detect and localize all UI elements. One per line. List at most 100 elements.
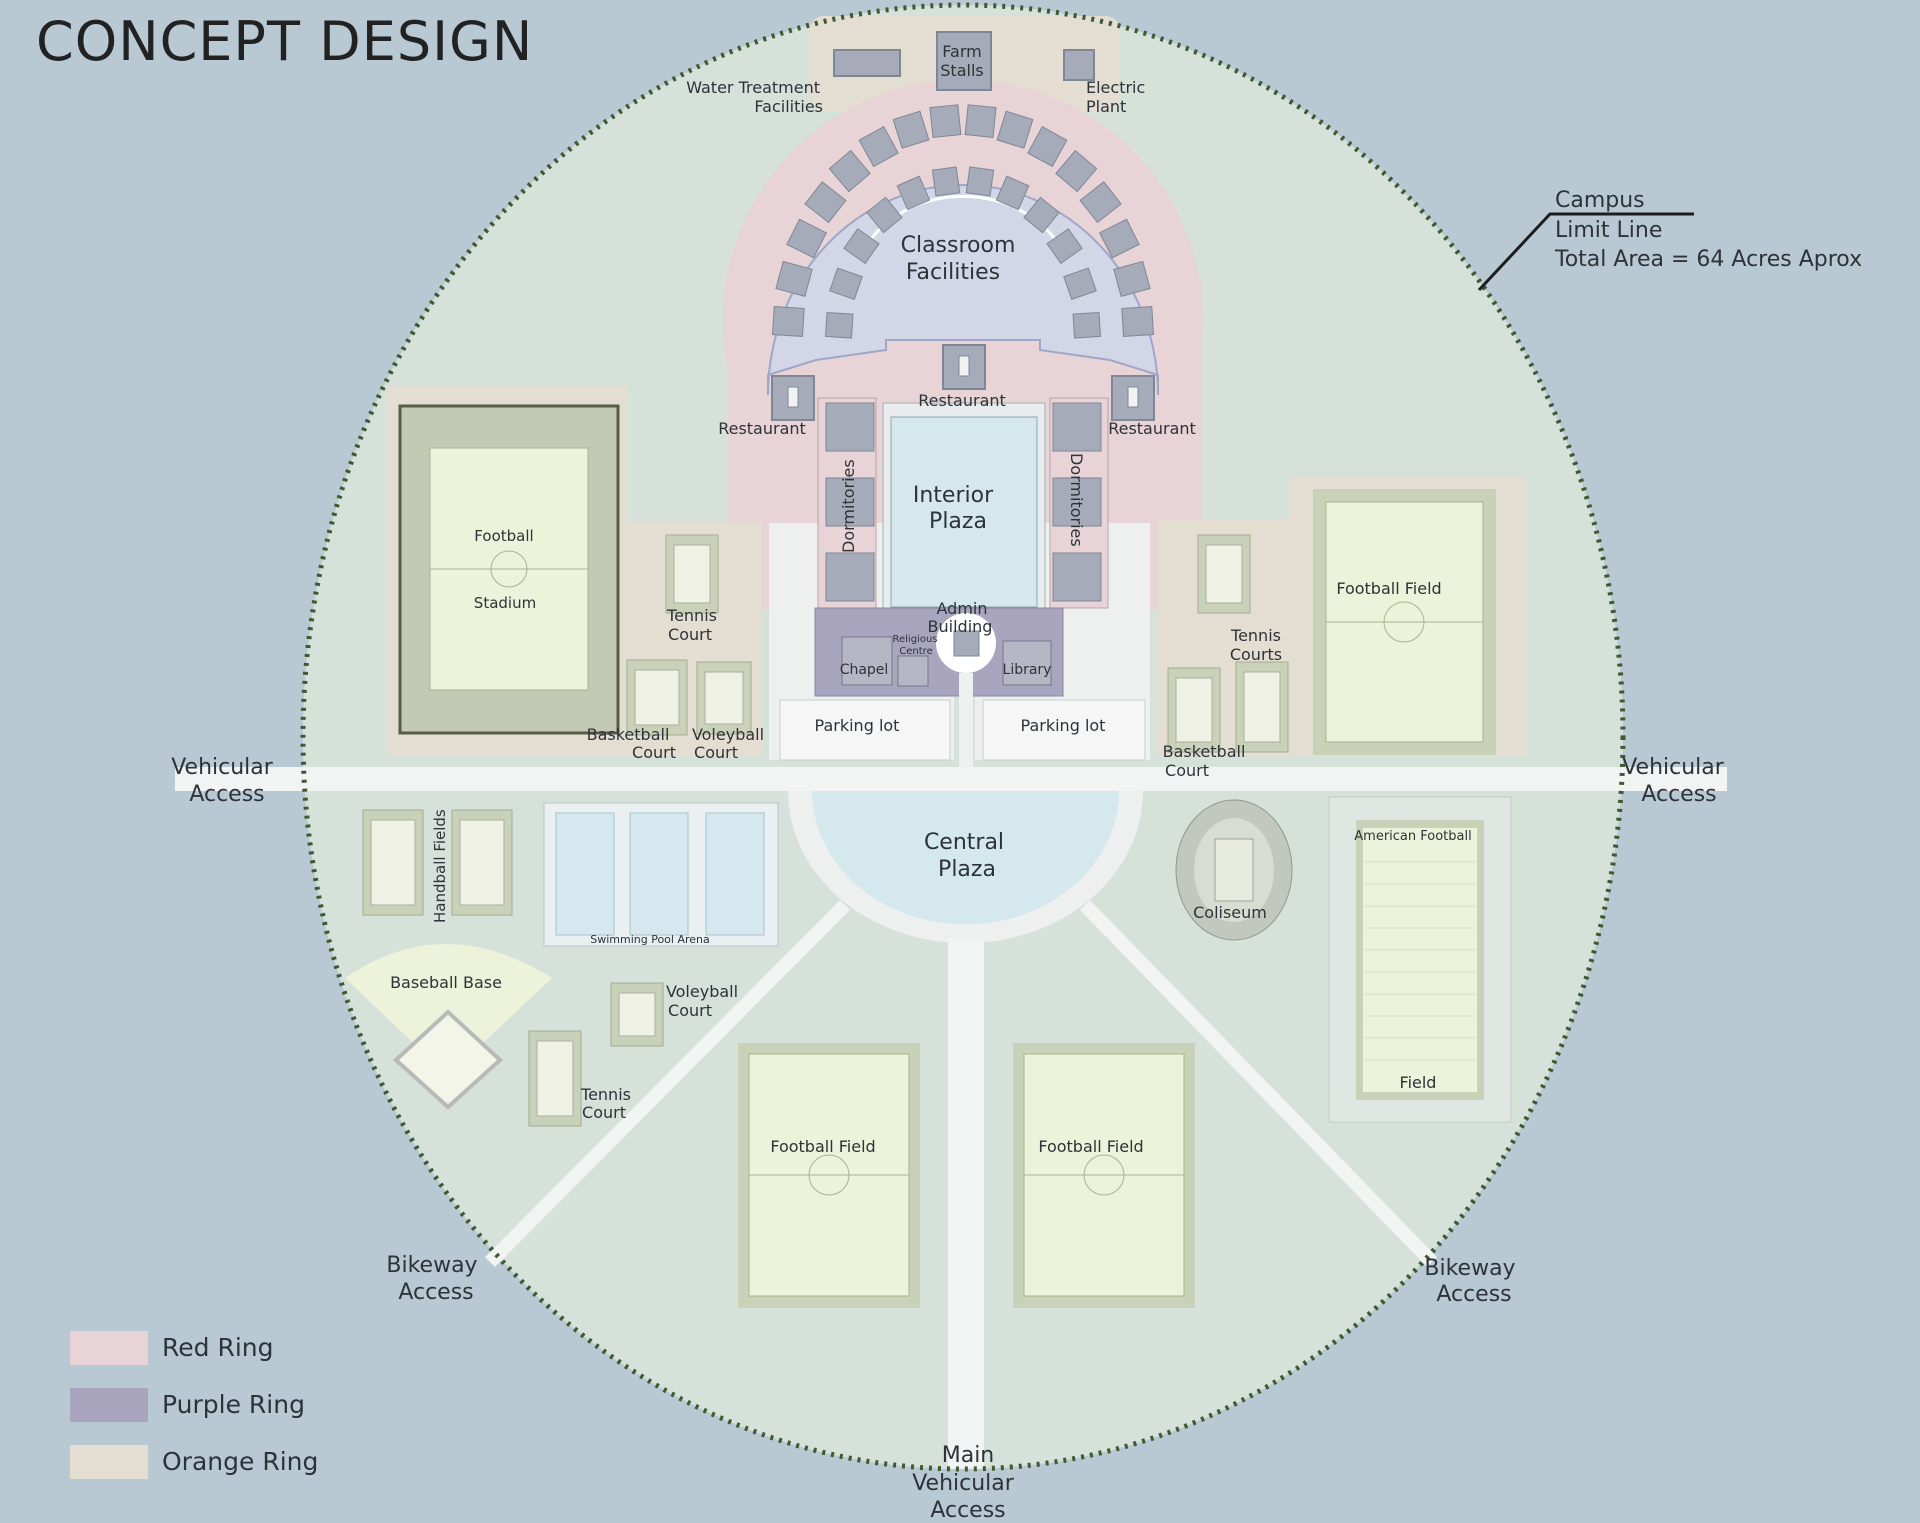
pools xyxy=(555,812,765,936)
bikeway-left xyxy=(485,900,850,1267)
interior-plaza-label-1: Interior xyxy=(913,483,994,508)
classroom-block xyxy=(771,306,805,337)
admin-label-2: Building xyxy=(928,617,993,636)
religious-block xyxy=(897,655,929,687)
vehicular-east-label-1: Vehicular xyxy=(1622,755,1725,780)
restaurant-blocks xyxy=(771,344,1155,421)
interior-plaza-label-2: Plaza xyxy=(929,509,987,534)
court-surface xyxy=(1243,671,1281,743)
court-surface xyxy=(618,992,656,1037)
vehicular-east-label-2: Access xyxy=(1641,782,1716,807)
volleyball-label-south-1: Voleyball xyxy=(666,982,738,1001)
classroom-label-2: Facilities xyxy=(906,260,1000,285)
baseball-diamond xyxy=(393,1009,503,1110)
classroom-block xyxy=(828,149,871,193)
volleyball-label-south-2: Court xyxy=(668,1001,712,1020)
page-title: CONCEPT DESIGN xyxy=(36,10,534,73)
campus-limit-label-1: Campus xyxy=(1555,188,1645,213)
chapel-label: Chapel xyxy=(840,662,889,678)
classroom-block xyxy=(929,104,962,138)
central-plaza xyxy=(812,791,1119,925)
classroom-block xyxy=(1055,149,1098,193)
volleyball-label-left-1: Voleyball xyxy=(692,725,764,744)
right-top-center-circle xyxy=(1383,601,1425,643)
baseball-label: Baseball Base xyxy=(390,973,502,992)
water-treatment-label-1: Water Treatment xyxy=(686,78,820,97)
american-football-pitch xyxy=(1363,828,1477,1092)
coliseum-label: Coliseum xyxy=(1193,903,1267,922)
football-stadium-label-2: Stadium xyxy=(474,594,536,612)
main-access-label-3: Access xyxy=(930,1498,1005,1523)
stadium-center-circle xyxy=(490,550,528,588)
horizontal-road xyxy=(175,767,1727,791)
classroom-block xyxy=(1079,181,1122,224)
campus-limit-label-3: Total Area = 64 Acres Aprox xyxy=(1554,247,1862,272)
restaurant-label-center: Restaurant xyxy=(918,391,1006,410)
admin-road xyxy=(959,673,973,768)
american-football-label: American Football xyxy=(1354,829,1471,844)
classroom-block xyxy=(866,196,903,234)
bikeway-west-label-1: Bikeway xyxy=(386,1253,477,1278)
south-right-center-circle xyxy=(1083,1154,1125,1196)
classroom-blocks xyxy=(771,104,1155,339)
classroom-label-1: Classroom xyxy=(901,233,1016,258)
campus-limit-line xyxy=(300,2,1626,1472)
classroom-block xyxy=(804,181,847,224)
classroom-block xyxy=(896,175,931,211)
vehicular-west-label-2: Access xyxy=(189,782,264,807)
coliseum-court xyxy=(1214,838,1254,902)
court-surface xyxy=(536,1040,574,1117)
legend-label: Red Ring xyxy=(162,1333,274,1362)
farm-stalls-label-1: Farm xyxy=(942,42,981,61)
south-left-center-circle xyxy=(808,1154,850,1196)
volleyball-label-left-2: Court xyxy=(694,743,738,762)
basketball-label-left-2: Court xyxy=(632,743,676,762)
basketball-label-right-2: Court xyxy=(1165,761,1209,780)
american-field-label: Field xyxy=(1400,1073,1437,1092)
dorm-blocks xyxy=(825,402,1102,602)
classroom-block xyxy=(931,166,961,197)
library-label: Library xyxy=(1003,662,1052,678)
farm-stalls-label-2: Stalls xyxy=(940,61,983,80)
court-surface xyxy=(1205,544,1243,604)
basketball-label-left-1: Basketball xyxy=(587,725,670,744)
main-access-label-1: Main xyxy=(942,1443,995,1468)
main-access-label-2: Vehicular xyxy=(912,1471,1015,1496)
vehicular-west-label-1: Vehicular xyxy=(171,755,274,780)
legend-label: Orange Ring xyxy=(162,1447,319,1476)
court-surface xyxy=(459,819,505,906)
court-surface xyxy=(1175,677,1213,743)
legend-swatch xyxy=(70,1388,148,1422)
football-stadium-label-1: Football xyxy=(474,527,533,545)
legend-label: Purple Ring xyxy=(162,1390,305,1419)
restaurant-inner xyxy=(787,355,1139,408)
tennis-label-south-2: Court xyxy=(582,1103,626,1122)
admin-label-1: Admin xyxy=(937,599,988,618)
classroom-block xyxy=(1023,196,1060,234)
classroom-block xyxy=(1121,306,1155,337)
american-football-yard-lines xyxy=(1365,861,1475,1061)
campus-limit-label-2: Limit Line xyxy=(1555,218,1662,243)
restaurant-label-right: Restaurant xyxy=(1108,419,1196,438)
classroom-block xyxy=(858,126,899,168)
football-field-right-label: Football Field xyxy=(1336,579,1441,598)
classroom-block xyxy=(843,228,880,265)
football-field-south-left-label: Football Field xyxy=(770,1137,875,1156)
legend-swatch xyxy=(70,1445,148,1479)
parking-label-right: Parking lot xyxy=(1021,716,1106,735)
interior-plaza-water xyxy=(890,416,1038,608)
classroom-block xyxy=(996,110,1034,149)
classroom-block xyxy=(892,110,930,149)
legend-swatch xyxy=(70,1331,148,1365)
court-surface xyxy=(634,669,680,726)
swimming-pool-label: Swimming Pool Arena xyxy=(590,933,710,946)
classroom-block xyxy=(1099,218,1140,259)
classroom-block xyxy=(775,260,813,297)
parking-label-left: Parking lot xyxy=(815,716,900,735)
religious-label-2: Centre xyxy=(899,646,932,657)
court-surface xyxy=(704,671,744,725)
religious-label-1: Religious xyxy=(893,634,938,645)
library-block xyxy=(1002,640,1052,686)
classroom-block xyxy=(1046,228,1083,265)
